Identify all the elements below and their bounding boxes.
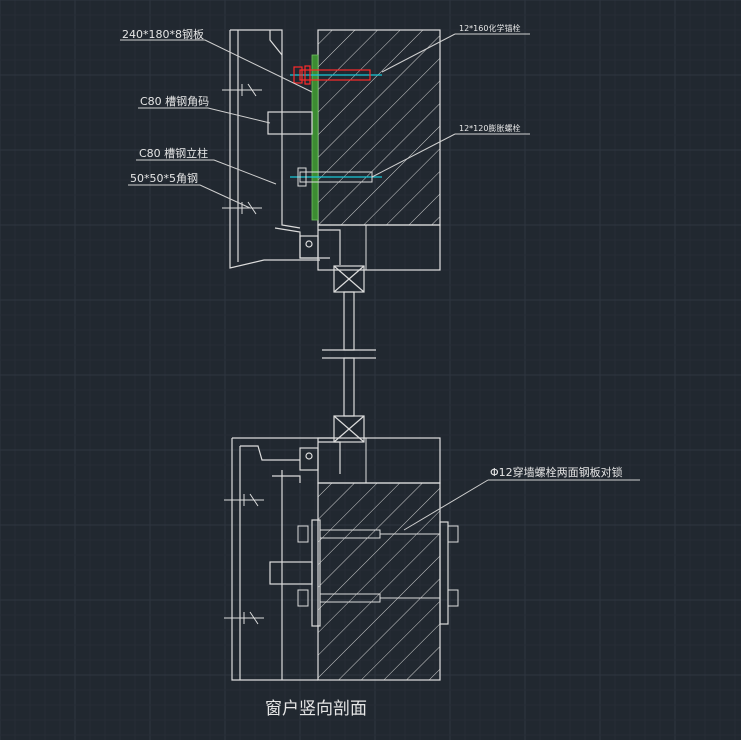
label-channel-column: C80 槽钢立柱 (139, 146, 208, 160)
lower-hanger-brackets (224, 493, 264, 625)
label-expansion-bolt: 12*120膨胀螺栓 (459, 123, 520, 133)
upper-concrete-wall (317, 29, 441, 271)
label-channel-angle-bracket: C80 槽钢角码 (140, 95, 209, 108)
chemical-anchor (290, 65, 382, 85)
upper-channel-column (229, 29, 341, 269)
lower-channel-column (231, 437, 341, 681)
label-steel-plate: 240*180*8钢板 (122, 27, 204, 41)
label-chemical-anchor: 12*160化学锚栓 (459, 23, 520, 33)
upper-hanger-brackets (222, 83, 262, 215)
label-through-bolt: Φ12穿墙螺栓两面钢板对锁 (490, 465, 623, 479)
leader-lines (120, 33, 640, 531)
steel-plate (311, 54, 319, 221)
label-angle-steel: 50*50*5角钢 (130, 172, 198, 185)
through-bolts (297, 525, 459, 607)
drawing-title: 窗户竖向剖面 (265, 699, 367, 719)
lower-concrete-wall (317, 437, 441, 681)
